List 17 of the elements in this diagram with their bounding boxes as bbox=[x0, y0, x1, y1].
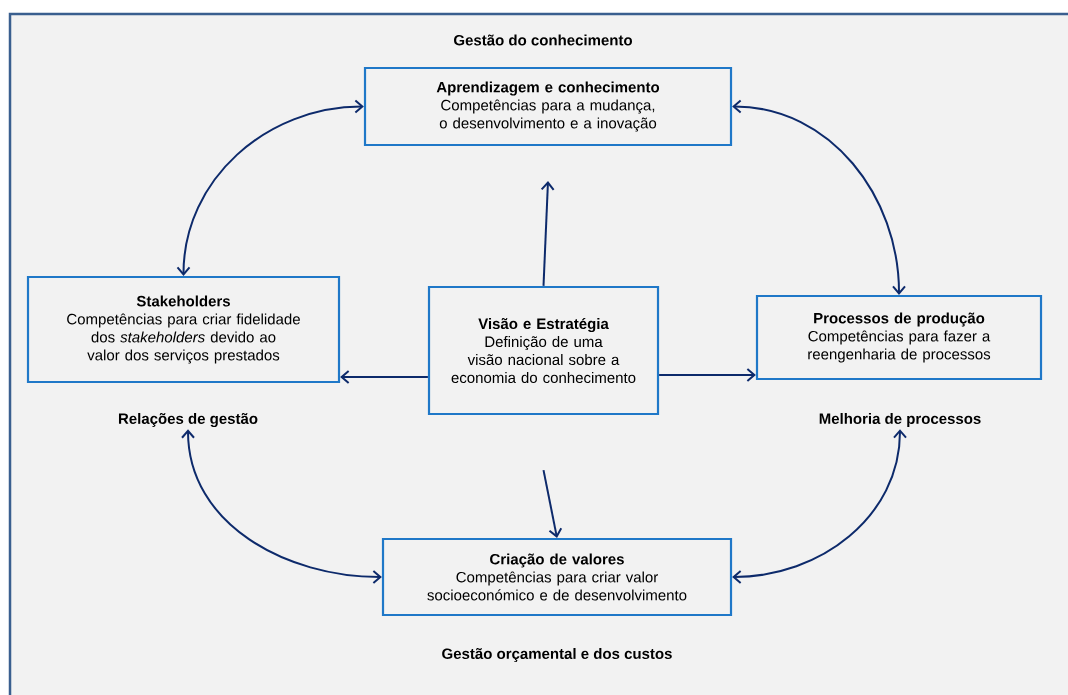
arrow bbox=[181, 429, 382, 584]
text-box: Visão e Estratégia Definição de uma visão nacional sobre a economia do conhecimento bbox=[427, 285, 660, 416]
text-box: Criação de valores Competências para criar valor socioeconómico e de desenvolvimento bbox=[381, 537, 733, 617]
arrow bbox=[732, 429, 907, 584]
heading-label: Gestão orçamental e dos custos bbox=[442, 648, 672, 662]
heading-label: Gestão do conhecimento bbox=[454, 34, 632, 46]
arrow bbox=[176, 99, 364, 276]
text-box: Processos de produção Competências para fazer a reengenharia de processos bbox=[755, 294, 1043, 381]
arrow bbox=[340, 370, 429, 384]
arrow bbox=[658, 368, 756, 382]
arrow bbox=[542, 469, 563, 538]
text-box: Stakeholders Competências para criar fidelidade dos stakeholders devido ao valor dos serviços prestados bbox=[26, 275, 341, 384]
text-box: Aprendizagem e conhecimento Competências para a mudança, o desenvolvimento e a inovação bbox=[363, 66, 733, 147]
section-label: Melhoria de processos bbox=[819, 413, 981, 427]
arrow bbox=[732, 99, 906, 295]
arrow bbox=[540, 181, 555, 287]
section-label: Relações de gestão bbox=[119, 412, 258, 427]
